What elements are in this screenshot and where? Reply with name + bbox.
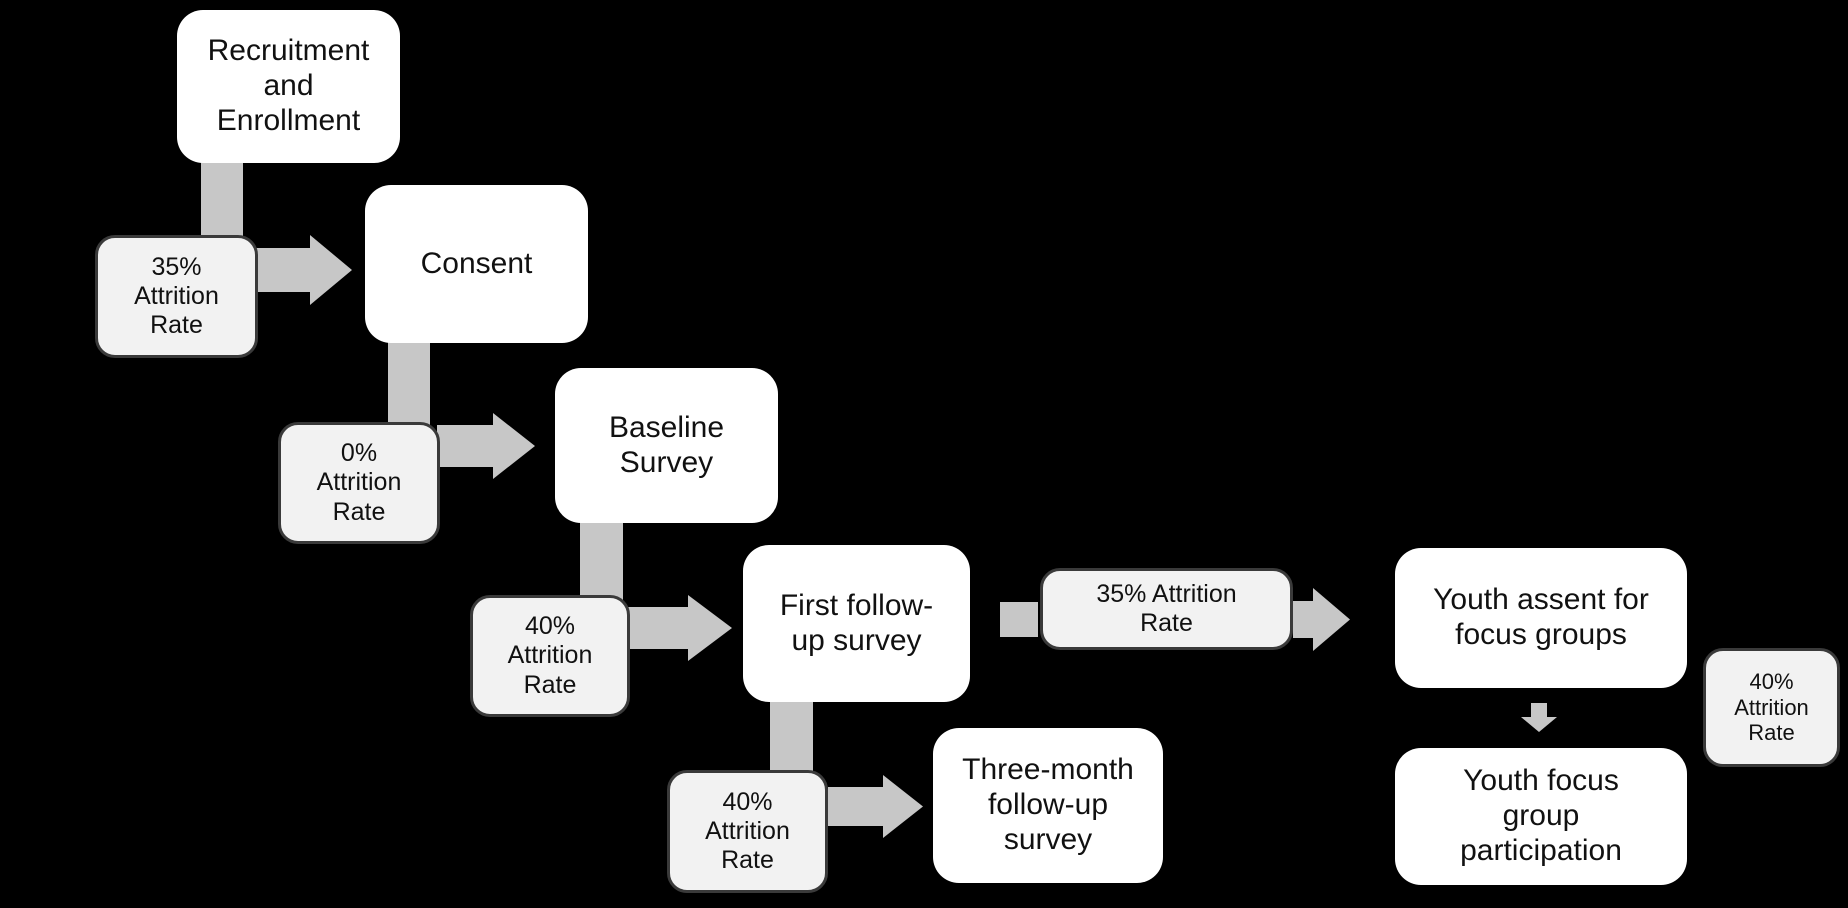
node-baseline-survey: Baseline Survey — [555, 368, 778, 523]
attrition-label: 40% Attrition Rate — [507, 612, 593, 699]
attrition-label: 0% Attrition Rate — [316, 439, 402, 526]
connector-bar-firstfollowup-right — [1000, 602, 1038, 637]
node-three-month-followup-survey: Three-month follow-up survey — [933, 728, 1163, 883]
node-first-followup-survey: First follow- up survey — [743, 545, 970, 702]
arrow-right-to-consent — [255, 235, 352, 305]
connector-bar-recruitment-down — [201, 160, 243, 240]
node-label: Youth assent for focus groups — [1433, 583, 1649, 651]
arrow-down-to-youthfocus — [1521, 703, 1557, 732]
node-youth-assent-focus-groups: Youth assent for focus groups — [1395, 548, 1687, 688]
arrow-right-to-firstfollowup — [628, 595, 732, 661]
attrition-label: 40% Attrition Rate — [1734, 668, 1809, 746]
node-consent: Consent — [365, 185, 588, 343]
arrow-right-to-youthassent — [1293, 588, 1350, 651]
node-label: Three-month follow-up survey — [962, 753, 1134, 856]
node-label: Baseline Survey — [608, 410, 725, 479]
attrition-baseline-to-first: 40% Attrition Rate — [470, 595, 630, 717]
attrition-recruitment-to-consent: 35% Attrition Rate — [95, 235, 258, 358]
arrow-right-to-baseline — [437, 413, 535, 479]
connector-bar-firstfollowup-down — [770, 698, 813, 774]
node-recruitment-enrollment: Recruitment and Enrollment — [177, 10, 400, 163]
node-label: Recruitment and Enrollment — [207, 34, 370, 137]
attrition-first-to-threemonth: 40% Attrition Rate — [667, 770, 828, 893]
attrition-first-to-assent: 35% Attrition Rate — [1040, 568, 1293, 650]
attrition-label: 35% Attrition Rate — [1096, 579, 1237, 637]
connector-bar-baseline-down — [580, 520, 623, 600]
node-youth-focus-group-participation: Youth focus group participation — [1395, 748, 1687, 885]
node-label: Consent — [420, 246, 533, 280]
attrition-assent-to-focus: 40% Attrition Rate — [1703, 648, 1840, 767]
attrition-label: 35% Attrition Rate — [134, 252, 219, 340]
attrition-label: 40% Attrition Rate — [705, 787, 790, 875]
node-label: First follow- up survey — [779, 588, 934, 657]
connector-bar-consent-down — [388, 340, 430, 426]
attrition-consent-to-baseline: 0% Attrition Rate — [278, 422, 440, 544]
node-label: Youth focus group participation — [1460, 764, 1622, 867]
arrow-right-to-threemonth — [828, 775, 923, 838]
